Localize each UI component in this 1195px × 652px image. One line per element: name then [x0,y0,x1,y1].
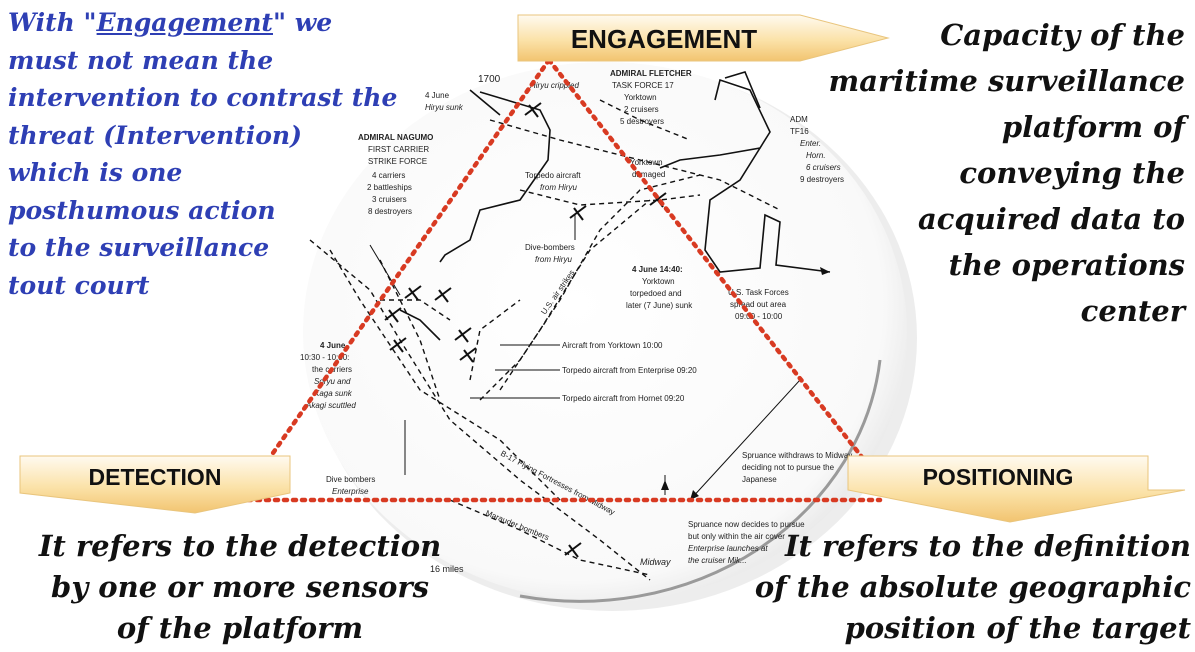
map-tf17-line-0: Yorktown [624,93,657,102]
engagement-arrow: ENGAGEMENT [517,14,890,62]
positioning-label: POSITIONING [923,464,1074,490]
engagement-note: With "Engagement" we must not mean the i… [8,4,397,304]
engagement-note-line-4: which is one [8,158,183,187]
capacity-note-line-4: acquired data to [917,202,1185,236]
map-yorktown-damaged: Yorktown [630,158,663,167]
map-tf16-line-1: Horn. [806,151,826,160]
map-tf16-line-0: Enter. [800,139,821,148]
map-spruance-now-line-2: the cruiser Mik... [688,556,747,565]
map-us-task-forces-line-1: 09:00 - 10:00 [735,312,783,321]
map-spruance-withdraws-line-1: Japanese [742,475,777,484]
map-spruance-now-line-1: Enterprise launches at [688,544,768,553]
engagement-note-line-0: With "Engagement" we [8,4,397,42]
map-time-1700: 1700 [478,74,501,85]
map-nagumo-sub2: STRIKE FORCE [368,157,427,166]
map-tf16-title: ADM [790,115,808,124]
map-dive-hiryu-sub: from Hiryu [535,255,572,264]
map-hiryu-sunk: Hiryu sunk [425,103,464,112]
process-triangle [227,57,883,503]
map-tf16-line-3: 9 destroyers [800,175,844,184]
map-june4-1440: 4 June 14:40: [632,265,683,274]
map-spruance-now: Spruance now decides to pursue [688,520,805,529]
engagement-note-line-6: to the surveillance [8,233,270,262]
map-nagumo-line-1: 2 battleships [367,183,412,192]
map-tf16-sub: TF16 [790,127,809,136]
engagement-note-suffix: " we [272,8,333,37]
map-june4-1030-title: 4 June [320,341,346,350]
detection-label: DETECTION [89,464,222,490]
detection-arrow: DETECTION [19,455,291,514]
map-spruance-withdraws: Spruance withdraws to Midway [742,451,852,460]
map-us-task-forces: U.S. Task Forces [728,288,789,297]
map-tf17-title: ADMIRAL FLETCHER [610,69,692,78]
detection-note: It refers to the detection by one or mor… [20,526,460,649]
engagement-note-prefix: With " [8,8,97,37]
map-nagumo-sub: FIRST CARRIER [368,145,429,154]
capacity-note-line-5: the operations [948,248,1185,282]
engagement-note-line-7: tout court [8,270,150,300]
map-june-label: 4 June [425,91,450,100]
positioning-note-line-0: It refers to the definition [784,529,1191,563]
positioning-note-line-1: of the absolute geographic [754,570,1191,604]
detection-note-line-2: of the platform [116,611,364,645]
capacity-note-line-6: center [1080,294,1185,328]
engagement-note-line-1: must not mean the [8,45,274,75]
capacity-note-line-2: platform of [1001,110,1185,144]
engagement-note-line-5: posthumous action [8,195,276,225]
map-torpedo-enterprise: Torpedo aircraft from Enterprise 09:20 [562,366,697,375]
map-june4-1030-time: 10:30 - 10:30: [300,353,349,362]
map-us-task-forces-line-0: spread out area [730,300,787,309]
engagement-note-line-3: threat (Intervention) [8,120,302,150]
map-nagumo-line-3: 8 destroyers [368,207,412,216]
map-dive-enterprise-sub: Enterprise [332,487,369,496]
capacity-note-line-3: conveying the [959,156,1185,190]
map-nagumo-line-0: 4 carriers [372,171,405,180]
map-june4-1030-line-2: Kaga sunk [314,389,353,398]
positioning-note-line-2: position of the target [844,611,1191,645]
engagement-note-line-2: intervention to contrast the [8,83,398,112]
map-nagumo-title: ADMIRAL NAGUMO [358,133,433,142]
map-tf17-sub: TASK FORCE 17 [612,81,674,90]
map-spruance-now-line-0: but only within the air cover [688,532,785,541]
map-nagumo-line-2: 3 cruisers [372,195,407,204]
map-june4-1440-line-2: later (7 June) sunk [626,301,693,310]
detection-note-line-1: by one or more sensors [51,570,429,604]
engagement-label: ENGAGEMENT [571,24,757,54]
map-torpedo-hornet: Torpedo aircraft from Hornet 09:20 [562,394,685,403]
capacity-note-line-0: Capacity of the [940,18,1185,52]
map-june4-1440-line-1: torpedoed and [630,289,682,298]
map-tf17-line-2: 5 destroyers [620,117,664,126]
map-torpedo-hiryu: Torpedo aircraft [525,171,581,180]
map-yorktown-damaged-sub: damaged [632,170,665,179]
map-spruance-withdraws-line-0: deciding not to pursue the [742,463,835,472]
map-midway-label: Midway [640,557,671,567]
map-dive-hiryu: Dive-bombers [525,243,575,252]
positioning-note: It refers to the definition of the absol… [755,526,1191,649]
map-aircraft-yorktown: Aircraft from Yorktown 10:00 [562,341,663,350]
map-tf16-line-2: 6 cruisers [806,163,841,172]
capacity-note-line-1: maritime surveillance [828,64,1185,98]
engagement-note-emphasis: Engagement [96,8,273,37]
detection-note-line-0: It refers to the detection [38,529,442,563]
map-june4-1030-line-3: Akagi scuttled [305,401,356,410]
capacity-note: Capacity of the maritime surveillance pl… [829,12,1185,334]
map-tf17-line-1: 2 cruisers [624,105,659,114]
map-hiryu-crippled: Hiryu crippled [530,81,579,90]
map-miles: 16 miles [430,564,464,574]
map-june4-1030-line-1: Soryu and [314,377,351,386]
map-june4-1440-line-0: Yorktown [642,277,675,286]
map-torpedo-hiryu-sub: from Hiryu [540,183,577,192]
positioning-arrow: POSITIONING [847,455,1186,523]
map-dive-enterprise: Dive bombers [326,475,375,484]
